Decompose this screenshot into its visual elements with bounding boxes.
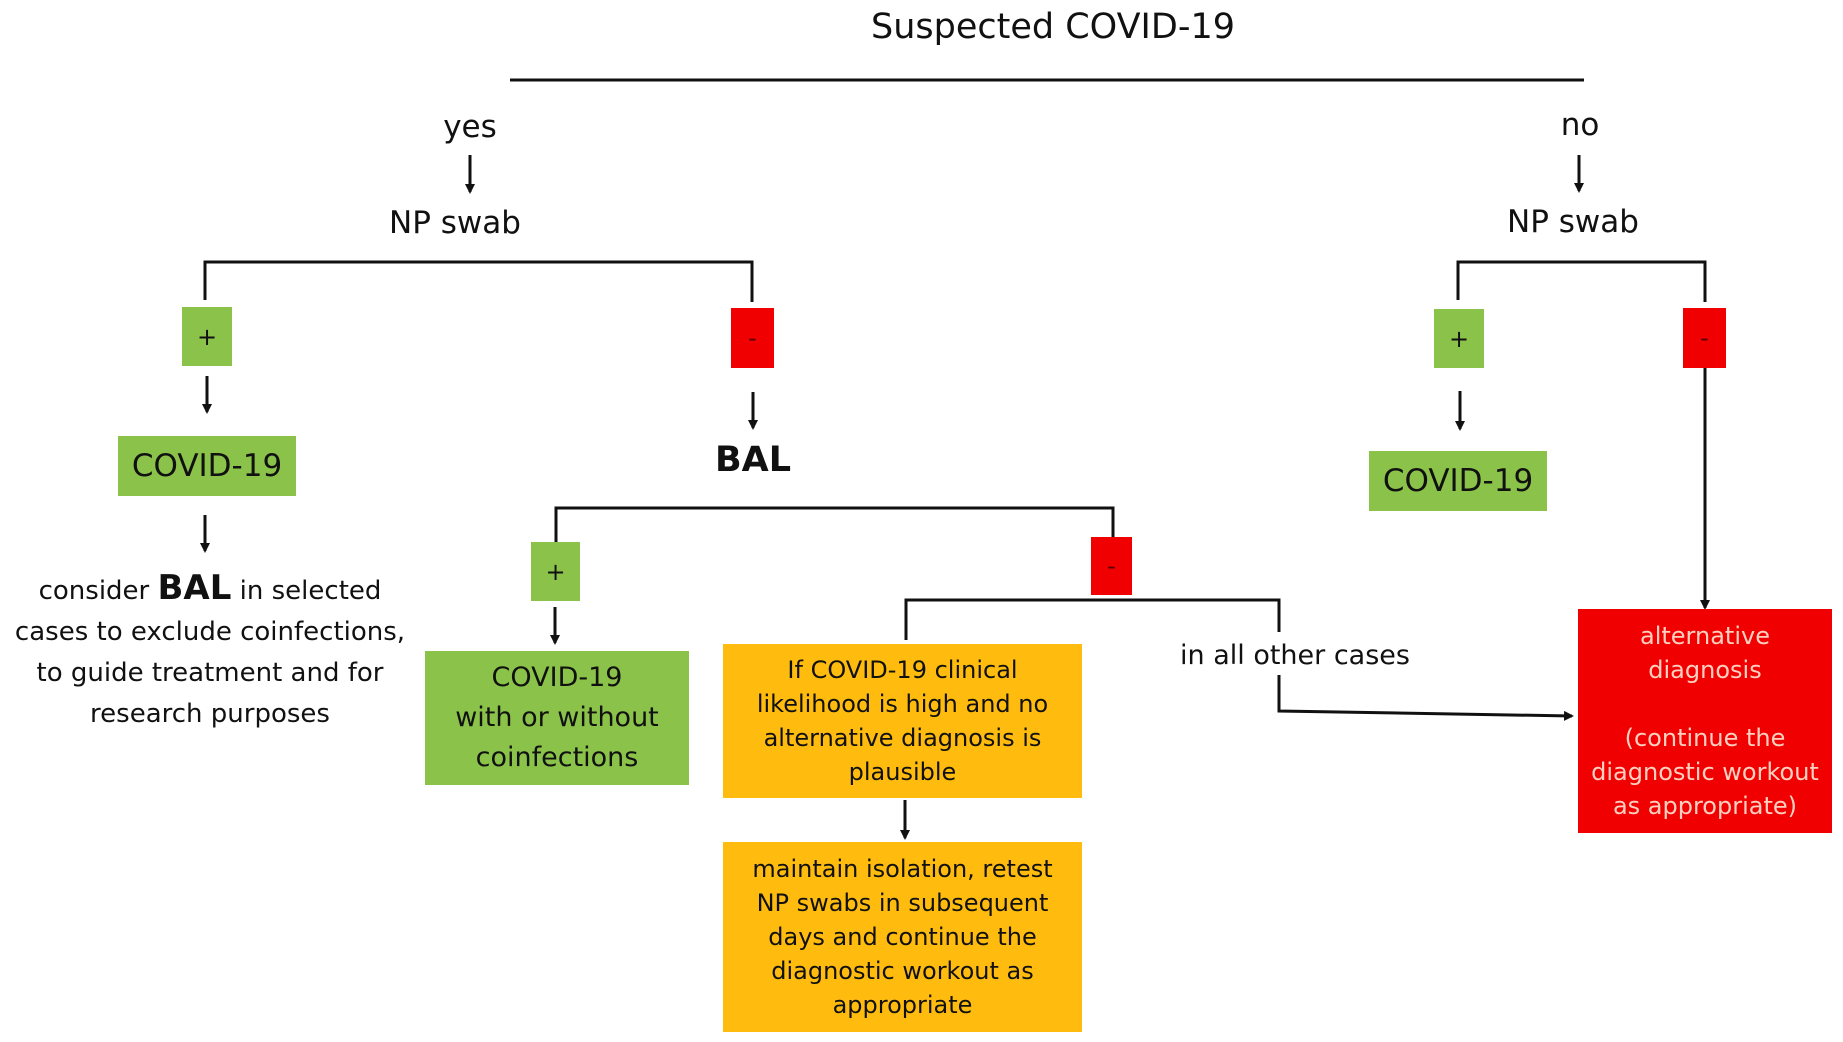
no-label: no: [1560, 107, 1600, 143]
bal-split: [554, 506, 1115, 543]
right-negative-badge: -: [1683, 308, 1726, 368]
yes-label: yes: [443, 109, 497, 145]
alternative-diagnosis-box: alternative diagnosis (continue the diag…: [1578, 609, 1832, 833]
left-covid-result-text: COVID-19: [131, 448, 283, 484]
plus-sign: +: [196, 322, 218, 351]
left-positive-badge: +: [182, 307, 232, 366]
left-swab-split: [203, 260, 754, 302]
covid-coinfection-result-text: COVID-19 with or without coinfections: [455, 662, 659, 773]
minus-sign: -: [1107, 552, 1116, 580]
maintain-isolation-text: maintain isolation, retest NP swabs in s…: [752, 855, 1053, 1019]
right-swab-split: [1456, 260, 1707, 302]
bal-emphasis: BAL: [157, 568, 232, 608]
right-positive-badge: +: [1434, 309, 1484, 368]
bal-negative-split: [904, 598, 1281, 640]
minus-sign: -: [1700, 324, 1709, 352]
in-selected-text: in selected: [239, 576, 382, 606]
plus-sign: +: [1448, 324, 1470, 353]
covid-coinfection-result: COVID-19 with or without coinfections: [425, 651, 689, 785]
consider-text: consider: [38, 576, 150, 606]
maintain-isolation-box: maintain isolation, retest NP swabs in s…: [723, 842, 1082, 1032]
minus-sign: -: [748, 324, 757, 352]
right-covid-result-text: COVID-19: [1382, 463, 1534, 499]
other-cases-label: in all other cases: [1180, 640, 1410, 671]
right-np-swab-label: NP swab: [1507, 204, 1639, 240]
plus-sign: +: [545, 557, 566, 586]
bal-negative-badge: -: [1091, 537, 1132, 595]
left-np-swab-label: NP swab: [389, 205, 521, 241]
other-cases-arrow: [1277, 675, 1574, 721]
right-covid-result: COVID-19: [1369, 451, 1547, 511]
bal-label: BAL: [714, 440, 792, 480]
high-likelihood-box: If COVID-19 clinical likelihood is high …: [723, 644, 1082, 798]
consider-bal-note: consider BAL in selected cases to exclud…: [5, 568, 415, 735]
consider-bal-note-line1: consider BAL in selected: [5, 568, 415, 612]
bal-positive-badge: +: [531, 542, 580, 601]
consider-bal-note-rest: cases to exclude coinfections, to guide …: [14, 617, 406, 729]
diagram-title: Suspected COVID-19: [871, 7, 1235, 47]
alternative-diagnosis-text: alternative diagnosis (continue the diag…: [1591, 622, 1819, 820]
left-negative-badge: -: [731, 308, 774, 368]
left-covid-result: COVID-19: [118, 436, 296, 496]
high-likelihood-text: If COVID-19 clinical likelihood is high …: [756, 656, 1049, 786]
